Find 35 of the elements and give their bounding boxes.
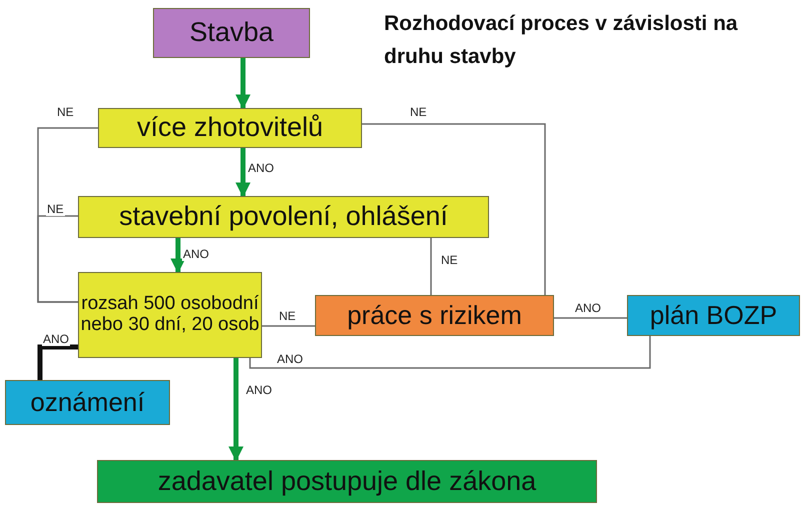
arrow [228,358,244,462]
connector-line [262,325,315,327]
edge-label: ANO [247,162,276,176]
connector-line [37,215,78,303]
edge-label: ANO [182,248,210,262]
arrow [236,148,250,198]
node-label: stavební povolení, ohlášení [119,202,448,232]
node-label: práce s rizikem [347,301,522,330]
process-box [627,295,800,336]
start-box [153,8,310,58]
edge-label: ANO [42,333,70,346]
node-label: rozsah 500 osobodní nebo 30 dní, 20 osob [80,294,260,336]
node-label: plán BOZP [650,301,778,330]
process-box [5,380,170,425]
edge-label: ANO [276,353,304,366]
node-label: více zhotovitelů [136,113,324,143]
decision-box [98,108,362,148]
node-label: zadavatel postupuje dle zákona [158,466,536,496]
connector-line [38,344,78,380]
decision-box [78,272,262,358]
connector-line [362,123,546,295]
edge-label: ANO [574,302,602,316]
process-box [315,295,554,336]
node-label: Stavba [189,18,274,48]
node-label: oznámení [30,388,145,417]
title: Rozhodovací proces v závislosti na druhu stavby [384,11,739,70]
arrow [236,58,250,110]
arrow [170,238,186,274]
edge-label: ANO [245,384,274,398]
connector-line [554,317,627,319]
connector-line [430,238,432,295]
edge-label: NE [46,203,65,216]
decision-box [78,196,489,238]
connector-line [249,336,651,369]
end-box [97,460,597,503]
